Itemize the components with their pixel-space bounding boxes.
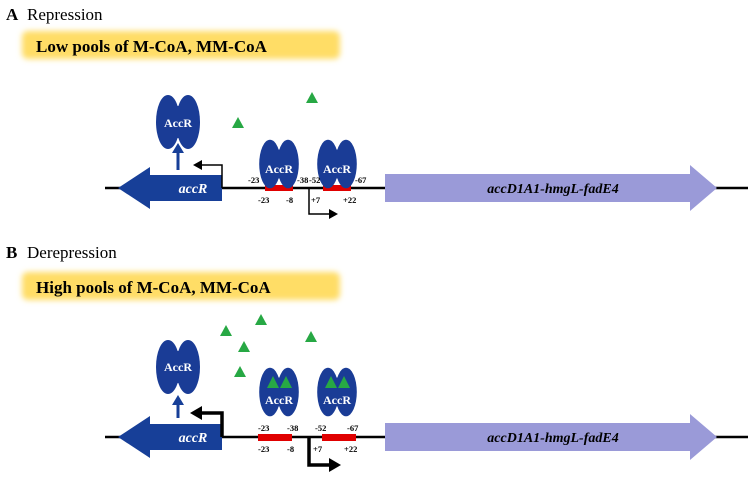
panel-a: A Repression Low pools of M-CoA, MM-CoA … <box>6 5 748 219</box>
panel-b-condition: High pools of M-CoA, MM-CoA <box>36 278 271 297</box>
bound-ligand-triangle <box>280 376 292 388</box>
position-label: -52 <box>315 423 326 433</box>
panel-b-accr-promoter <box>200 411 224 437</box>
panel-b-operator-2 <box>322 434 356 441</box>
panel-b-operator-1 <box>258 434 292 441</box>
position-label: -23 <box>248 175 259 185</box>
accr-protein-label: AccR <box>164 116 192 130</box>
panel-a-title: Repression <box>27 5 103 24</box>
panel-b-accr-promoter-head <box>190 406 202 420</box>
panel-a-bound-accr-2: AccR <box>317 139 357 189</box>
position-label: -67 <box>347 423 359 433</box>
expression-arrow-head <box>172 143 184 153</box>
ligand-triangle <box>305 331 317 342</box>
panel-b-released-accr-1: AccR <box>259 367 299 417</box>
panel-a-accr-gene-label: accR <box>179 182 208 197</box>
panel-a-free-accr: AccR <box>156 95 200 170</box>
panel-a-bound-accr-1: AccR <box>259 139 299 189</box>
ligand-triangle <box>238 341 250 352</box>
ligand-triangle <box>306 92 318 103</box>
panel-b-free-accr: AccR <box>156 340 200 418</box>
panel-a-operon-gene <box>385 165 717 211</box>
panel-a-operator-2 <box>323 185 351 191</box>
position-label: -23 <box>258 423 269 433</box>
position-label: -38 <box>297 175 308 185</box>
position-label: -23 <box>258 444 269 454</box>
panel-b-accr-gene <box>118 416 222 458</box>
position-label: -52 <box>309 175 320 185</box>
position-label: +22 <box>344 444 357 454</box>
ligand-triangle <box>234 366 246 377</box>
panel-b-ligands <box>220 314 317 377</box>
panel-b-operon-gene-label: accD1A1-hmgL-fadE4 <box>487 431 618 446</box>
accr-protein-label: AccR <box>164 360 192 374</box>
panel-a-operator-1 <box>265 185 293 191</box>
panel-b-position-labels: -23 -38 -52 -67 -23 -8 +7 +22 <box>258 423 359 454</box>
panel-b: B Derepression High pools of M-CoA, MM-C… <box>6 243 748 472</box>
bound-ligand-triangle <box>338 376 350 388</box>
position-label: -38 <box>287 423 298 433</box>
panel-b-accr-gene-label: accR <box>179 431 208 446</box>
panel-b-condition-highlight <box>22 272 340 300</box>
position-label: -8 <box>286 195 293 205</box>
panel-a-position-labels: -23 -38 -52 -67 -23 -8 +7 +22 <box>248 175 367 205</box>
panel-a-ligands <box>232 92 318 128</box>
position-label: +22 <box>343 195 356 205</box>
bound-ligand-triangle <box>267 376 279 388</box>
expression-arrow-head <box>172 395 184 405</box>
panel-a-accr-promoter-head <box>193 160 202 170</box>
position-label: +7 <box>313 444 323 454</box>
accr-protein-label: AccR <box>265 162 293 176</box>
panel-a-condition: Low pools of M-CoA, MM-CoA <box>36 37 268 56</box>
panel-a-letter: A <box>6 5 19 24</box>
panel-a-operon-promoter <box>308 188 330 215</box>
panel-b-operon-promoter-head <box>329 458 341 472</box>
position-label: -8 <box>287 444 294 454</box>
panel-a-accr-promoter <box>200 164 223 188</box>
panel-b-letter: B <box>6 243 17 262</box>
panel-a-operon-gene-label: accD1A1-hmgL-fadE4 <box>487 182 618 197</box>
panel-a-condition-highlight <box>22 31 340 59</box>
position-label: +7 <box>311 195 321 205</box>
bound-ligand-triangle <box>325 376 337 388</box>
ligand-triangle <box>220 325 232 336</box>
accr-protein-label: AccR <box>323 393 351 407</box>
accr-protein-label: AccR <box>265 393 293 407</box>
panel-b-released-accr-2: AccR <box>317 367 357 417</box>
position-label: -67 <box>355 175 367 185</box>
accr-protein-label: AccR <box>323 162 351 176</box>
panel-a-accr-gene <box>118 167 222 209</box>
panel-b-operon-gene <box>385 414 717 460</box>
ligand-triangle <box>232 117 244 128</box>
panel-a-operon-promoter-head <box>329 209 338 219</box>
panel-b-operon-promoter <box>307 437 330 467</box>
ligand-triangle <box>255 314 267 325</box>
accr-protein <box>259 367 299 417</box>
position-label: -23 <box>258 195 269 205</box>
accr-protein <box>317 367 357 417</box>
panel-b-title: Derepression <box>27 243 117 262</box>
